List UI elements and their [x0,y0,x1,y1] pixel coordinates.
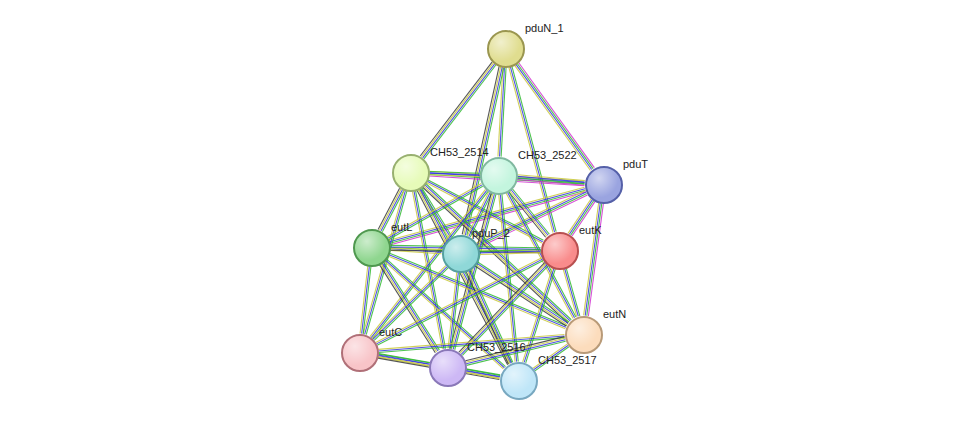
evidence-line [517,63,593,168]
protein-node: CH53_2516 [429,349,467,387]
evidence-line [565,269,579,316]
node-highlight [502,364,536,398]
node-label: pduN_1 [525,22,564,34]
node-highlight [343,336,377,370]
node-label: pduT [623,158,648,170]
node-label: eutN [603,308,626,320]
protein-node: eutN [565,316,603,354]
evidence-line [370,189,486,336]
node-highlight [567,318,601,352]
node-label: eutC [379,326,402,338]
evidence-line [516,64,592,169]
protein-node: pduN_1 [487,30,525,68]
node-highlight [394,156,428,190]
protein-node: CH53_2514 [392,154,430,192]
node-highlight [489,32,523,66]
evidence-line [585,203,600,315]
interaction-edge [515,63,595,171]
evidence-line [587,203,602,315]
evidence-line [429,175,479,177]
node-highlight [444,237,478,271]
interaction-edge [360,266,371,334]
evidence-line [420,62,492,156]
node-label: CH53_2516 [467,341,526,353]
protein-node: pduP_2 [442,235,480,273]
evidence-line [450,272,459,348]
node-label: pduP_2 [472,227,510,239]
evidence-line [374,268,448,340]
protein-node: eutC [341,334,379,372]
evidence-line [480,253,541,255]
interaction-edge [479,249,540,254]
protein-node: pduT [585,166,623,204]
evidence-line [518,175,585,181]
node-highlight [431,351,465,385]
node-label: eutL [391,221,412,233]
protein-node: eutK [541,232,579,270]
interaction-edge [448,272,460,349]
evidence-line [360,266,368,333]
node-label: CH53_2522 [518,149,577,161]
interaction-edge [429,172,479,177]
interaction-edge [459,263,548,356]
protein-node: CH53_2522 [480,157,518,195]
node-label: CH53_2514 [430,146,489,158]
interaction-edge [584,203,604,316]
evidence-line [462,266,548,356]
node-highlight [587,168,621,202]
interaction-edge [563,268,580,316]
evidence-line [519,63,595,168]
evidence-line [563,269,577,316]
evidence-line [448,272,457,348]
evidence-line [584,203,599,315]
interaction-edge [466,369,500,378]
node-label: CH53_2517 [538,354,597,366]
evidence-line [510,191,547,237]
node-highlight [355,231,389,265]
evidence-line [566,268,580,315]
evidence-line [377,261,543,346]
evidence-line [509,192,546,238]
node-highlight [543,234,577,268]
protein-node: CH53_2517 [500,362,538,400]
protein-node: eutL [353,229,391,267]
evidence-line [362,266,370,333]
evidence-line [466,373,500,379]
interaction-edge [420,62,496,159]
evidence-line [387,183,481,236]
node-label: eutK [579,224,602,236]
interaction-edge [517,175,585,186]
node-highlight [482,159,516,193]
